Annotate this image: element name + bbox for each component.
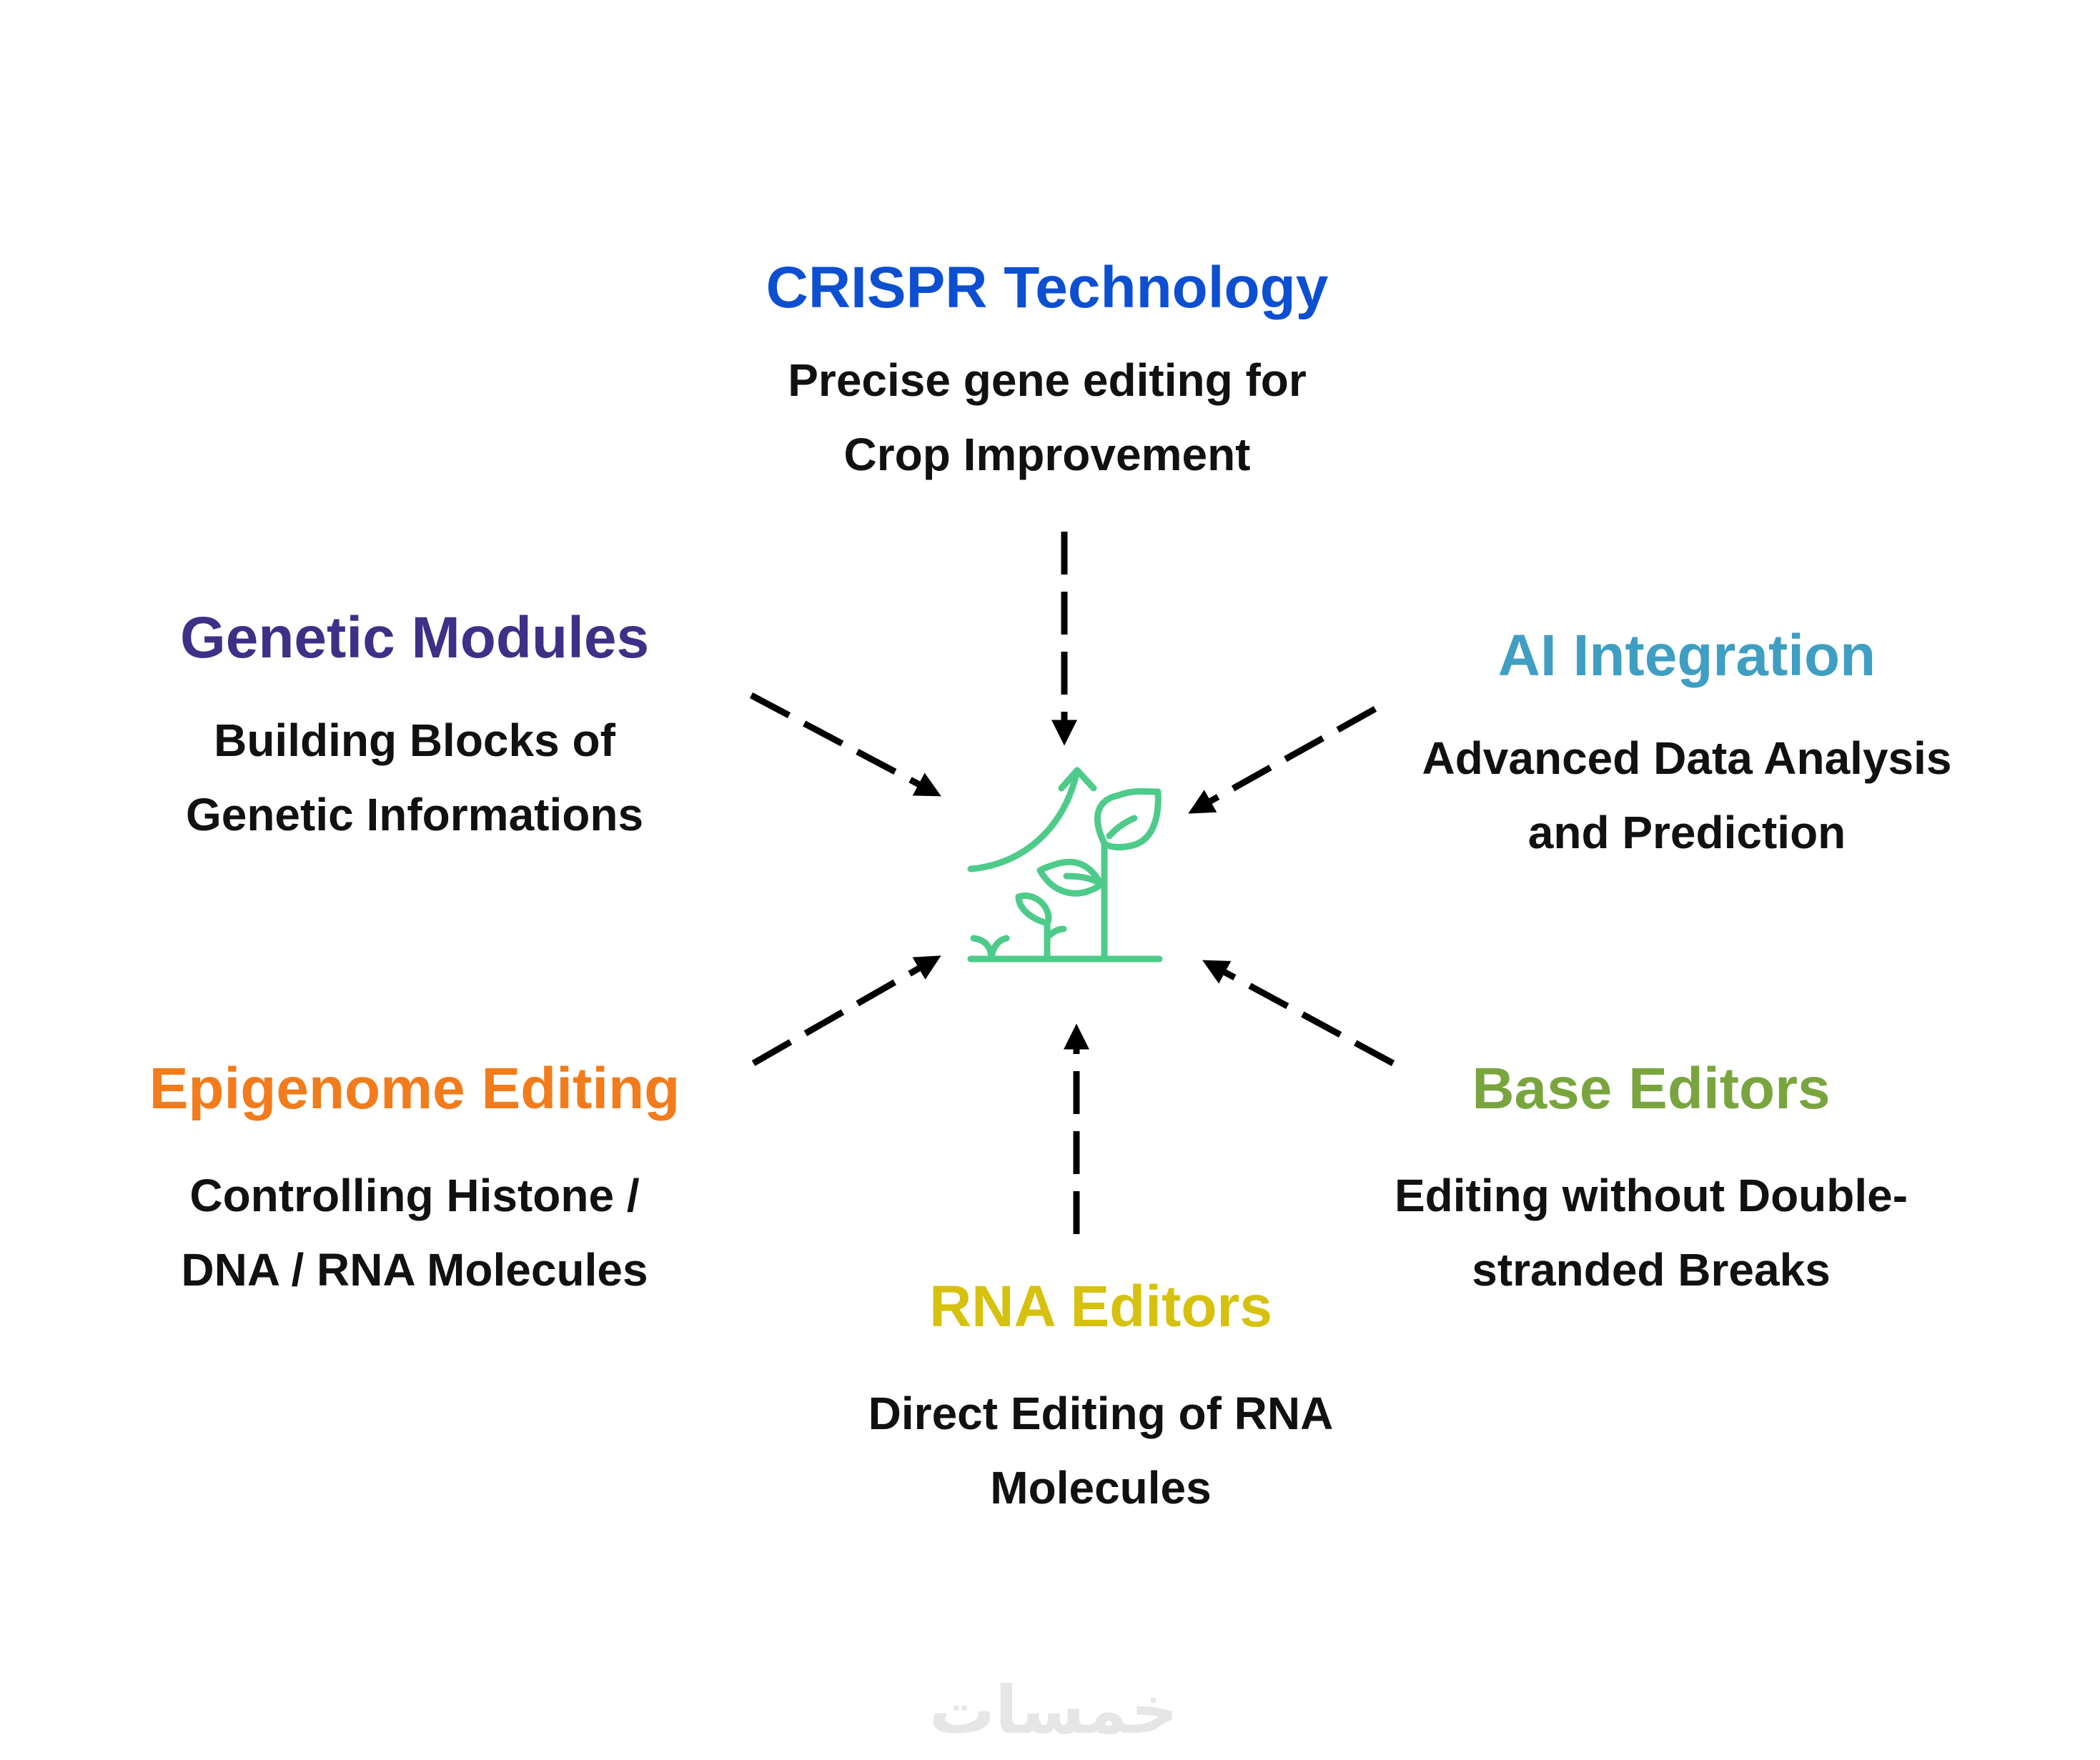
node-description: Editing without Double-stranded Breaks (1395, 1158, 1908, 1307)
node-epigenome-editing: Epigenome Editing Controlling Histone /D… (149, 1060, 680, 1307)
node-description: Building Blocks of Genetic Informations (180, 703, 649, 852)
node-description: Advanced Data Analysis and Prediction (1422, 721, 1951, 870)
desc-line: Controlling Histone / (189, 1170, 640, 1221)
desc-line: Building Blocks of (214, 715, 615, 766)
node-title: CRISPR Technology (766, 255, 1329, 320)
desc-line: Precise gene editing for (788, 354, 1307, 406)
plant-growth-icon (967, 767, 1163, 963)
node-crispr: CRISPR Technology Precise gene editing f… (766, 259, 1329, 492)
node-title: RNA Editors (929, 1274, 1272, 1339)
desc-line: Editing without Double- (1394, 1170, 1908, 1221)
node-title: Base Editors (1472, 1056, 1831, 1121)
desc-line: stranded Breaks (1472, 1244, 1831, 1296)
desc-line: and Prediction (1527, 807, 1846, 858)
desc-line: Genetic Informations (185, 789, 644, 840)
node-description: Controlling Histone / DNA / RNA Molecules (149, 1158, 680, 1307)
arrow-from-ai (1188, 706, 1377, 814)
desc-line: Crop Improvement (843, 429, 1251, 480)
desc-line: Advanced Data Analysis (1422, 732, 1952, 784)
arrow-from-epigenome (751, 955, 941, 1066)
arrow-from-base (1202, 960, 1395, 1066)
desc-line: DNA / RNA Molecules (181, 1244, 648, 1296)
node-title: AI Integration (1497, 623, 1876, 688)
arrow-from-genetic (749, 692, 941, 797)
desc-line: Direct Editing of RNA (868, 1388, 1334, 1439)
node-base-editors: Base Editors Editing without Double-stra… (1395, 1060, 1908, 1307)
node-title: Epigenome Editing (149, 1056, 680, 1121)
watermark-logo: خمسات (928, 1672, 1179, 1749)
node-title: Genetic Modules (179, 605, 650, 670)
desc-line: Molecules (990, 1462, 1212, 1513)
node-description: Direct Editing of RNA Molecules (868, 1376, 1334, 1525)
